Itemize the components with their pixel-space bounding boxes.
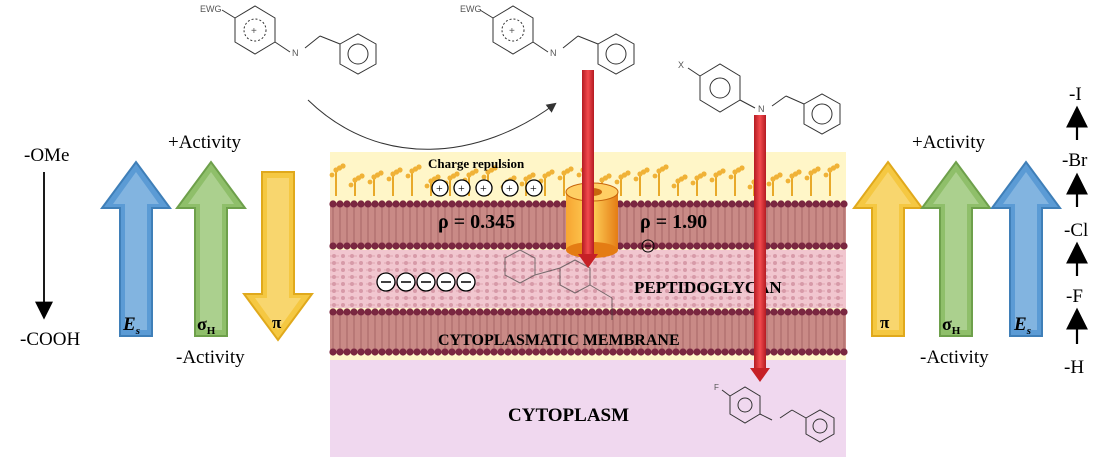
right-minus-activity: -Activity	[920, 347, 989, 368]
rho-left-label: ρ = 0.345	[438, 211, 515, 233]
ewg-label-left: EWG	[200, 4, 222, 14]
left-plus-activity: +Activity	[168, 132, 241, 153]
sigma-arrow-left: σH	[175, 160, 247, 337]
halogen-h: -H	[1064, 357, 1084, 378]
halogen-scale: -I -Br -Cl -F -H	[1062, 84, 1088, 378]
left-substituent-scale: -OMe -COOH	[20, 145, 80, 350]
ome-label: -OMe	[24, 145, 69, 166]
pi-label-left: π	[272, 313, 282, 332]
svg-text:+: +	[506, 181, 513, 195]
molecule-ewg-center: +	[479, 5, 635, 75]
es-label-right: Es	[1013, 314, 1031, 337]
cooh-label: -COOH	[20, 329, 80, 350]
cytoplasm-label: CYTOPLASM	[508, 405, 629, 426]
ewg-label-center: EWG	[460, 4, 482, 14]
es-label-left: Es	[122, 314, 140, 337]
svg-text:+: +	[530, 181, 537, 195]
molecule-x-substituted	[687, 63, 841, 135]
sigma-label-right: σH	[942, 314, 961, 337]
left-minus-activity: -Activity	[176, 347, 245, 368]
svg-text:+: +	[458, 181, 465, 195]
svg-text:+: +	[509, 26, 515, 37]
positive-charges: + + + + +	[431, 179, 543, 197]
es-arrow-right: Es	[990, 160, 1062, 337]
n-label-left: N	[292, 48, 299, 58]
halogen-i: -I	[1069, 84, 1082, 105]
sigma-label-left: σH	[197, 314, 216, 337]
negative-charges	[376, 239, 655, 292]
transformation-arrow	[307, 99, 557, 150]
halogen-f: -F	[1066, 286, 1083, 307]
halogen-br: -Br	[1062, 150, 1088, 171]
pi-arrow-left: π	[242, 171, 314, 342]
molecule-fluoro	[721, 386, 835, 443]
rho-right-label: ρ = 1.90	[640, 211, 707, 233]
n-label-center: N	[550, 48, 557, 58]
n-label-right: N	[758, 104, 765, 114]
embedded-molecule-sketch	[504, 249, 613, 320]
penetration-arrows	[578, 70, 770, 382]
sigma-arrow-right: σH	[920, 160, 992, 337]
charge-repulsion-label: Charge repulsion	[428, 156, 525, 171]
x-label: X	[678, 60, 684, 70]
svg-text:+: +	[436, 181, 443, 195]
svg-text:+: +	[480, 181, 487, 195]
cytoplasmic-membrane-label: CYTOPLASMATIC MEMBRANE	[438, 332, 680, 349]
right-plus-activity: +Activity	[912, 132, 985, 153]
es-arrow-left: Es	[100, 160, 172, 337]
peptidoglycan-label: PEPTIDOGLYCAN	[634, 278, 782, 297]
svg-text:+: +	[251, 26, 257, 37]
molecule-ewg-left: +	[221, 5, 377, 75]
f-label: F	[714, 383, 719, 392]
halogen-cl: -Cl	[1064, 220, 1088, 241]
pi-arrow-right: π	[852, 160, 924, 337]
pi-label-right: π	[880, 313, 890, 332]
